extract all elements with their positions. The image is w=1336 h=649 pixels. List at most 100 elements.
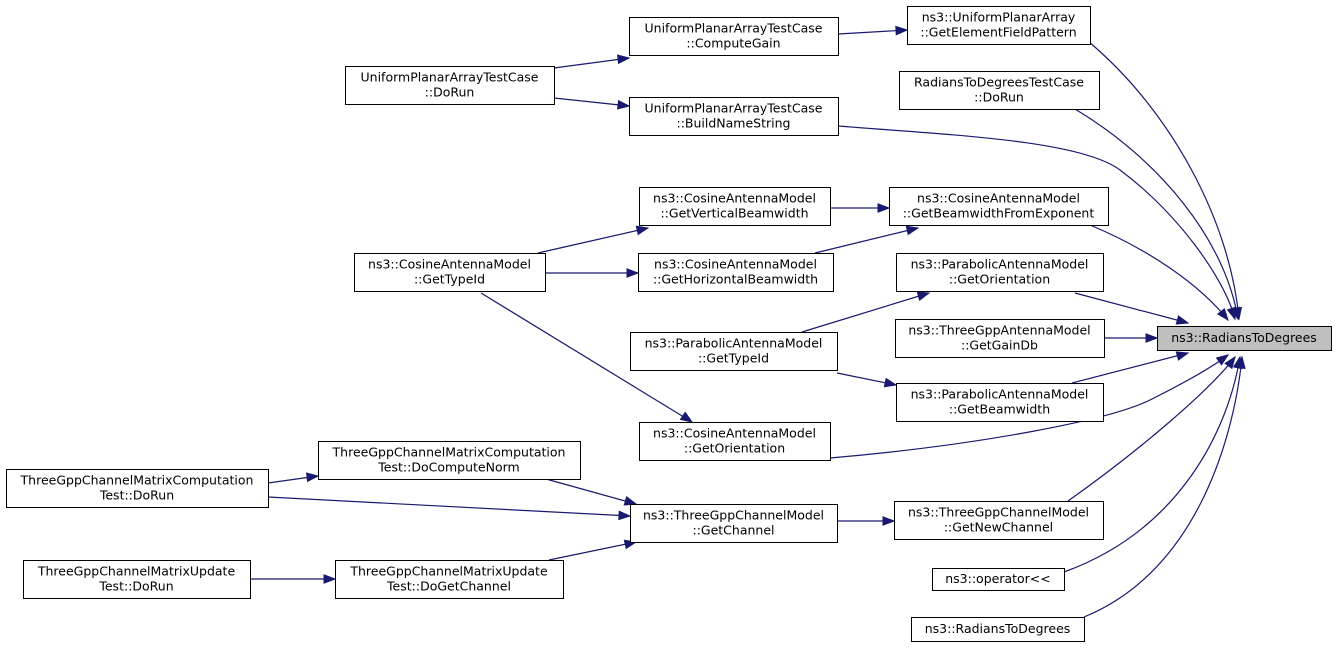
edge-line	[1063, 356, 1241, 573]
arrowhead	[1235, 355, 1246, 369]
function-node[interactable]: ns3::CosineAntennaModel::GetVerticalBeam…	[639, 187, 831, 226]
edge-n5-to-n0	[837, 125, 1237, 321]
node-box	[932, 568, 1065, 591]
node-label-line: ns3::UniformPlanarArray	[922, 10, 1076, 25]
edge-n9-to-n7	[814, 225, 920, 254]
arrowhead	[883, 377, 898, 388]
function-node[interactable]: RadiansToDegreesTestCase::DoRun	[899, 71, 1100, 110]
edge-line	[537, 227, 649, 254]
node-label-line: Test::DoComputeNorm	[377, 460, 519, 475]
edge-line	[1074, 108, 1239, 320]
function-node[interactable]: ns3::operator<<	[932, 568, 1065, 591]
function-node[interactable]: ns3::ParabolicAntennaModel::GetTypeId	[630, 332, 838, 371]
arrowhead	[1215, 354, 1230, 366]
arrowhead	[306, 472, 320, 483]
function-node[interactable]: ns3::ThreeGppChannelModel::GetChannel	[630, 504, 838, 543]
edge-line	[814, 227, 919, 254]
node-box	[894, 501, 1104, 540]
function-node[interactable]: ns3::RadiansToDegrees	[911, 617, 1085, 642]
node-box	[335, 560, 564, 599]
node-label-line: ns3::CosineAntennaModel	[368, 257, 531, 272]
edge-n12-to-n13	[836, 372, 898, 388]
function-node[interactable]: ns3::ParabolicAntennaModel::GetBeamwidth	[896, 383, 1104, 422]
node-label-line: ns3::ThreeGppAntennaModel	[908, 323, 1090, 338]
function-node[interactable]: ns3::CosineAntennaModel::GetHorizontalBe…	[638, 253, 834, 292]
edge-line	[480, 292, 693, 423]
edge-n12-to-n10	[801, 291, 931, 333]
arrowhead	[916, 291, 931, 301]
node-label-line: ::GetGainDb	[961, 338, 1038, 353]
function-node[interactable]: UniformPlanarArrayTestCase::ComputeGain	[629, 17, 839, 56]
edge-line	[1074, 292, 1189, 324]
edge-line	[553, 97, 630, 107]
node-label-line: ns3::operator<<	[945, 571, 1051, 586]
arrowhead	[679, 411, 694, 423]
edge-n7-to-n0	[1089, 224, 1229, 322]
edge-n3-to-n2	[553, 54, 631, 69]
node-label-line: ::GetChannel	[692, 523, 774, 538]
arrowhead	[618, 510, 632, 521]
function-node[interactable]: ns3::ParabolicAntennaModel::GetOrientati…	[896, 253, 1104, 292]
arrowhead	[1216, 307, 1229, 322]
node-label-line: ThreeGppChannelMatrixUpdate	[349, 564, 548, 579]
node-label-line: ns3::RadiansToDegrees	[1171, 330, 1317, 345]
arrowhead	[1175, 351, 1190, 361]
edge-n2-to-n1	[837, 25, 909, 36]
node-box	[896, 383, 1104, 422]
edge-n11-to-n0	[1104, 333, 1159, 343]
node-label-line: ::GetElementFieldPattern	[920, 25, 1076, 40]
edge-n16-to-n15	[267, 472, 320, 484]
node-label-line: Test::DoRun	[99, 488, 174, 503]
node-box	[354, 253, 546, 292]
node-label-line: UniformPlanarArrayTestCase	[361, 70, 539, 85]
function-node[interactable]: ThreeGppChannelMatrixComputationTest::Do…	[6, 469, 269, 508]
edge-n13-to-n0	[1071, 351, 1190, 384]
node-box	[639, 187, 831, 226]
node-label-line: ThreeGppChannelMatrixComputation	[332, 445, 566, 460]
arrowhead	[617, 99, 631, 110]
node-label-line: ::BuildNameString	[677, 116, 791, 131]
edge-n17-to-n18	[837, 516, 896, 526]
function-node[interactable]: ns3::CosineAntennaModel::GetBeamwidthFro…	[889, 187, 1109, 226]
node-label-line: ::GetTypeId	[698, 351, 769, 366]
function-node[interactable]: ThreeGppChannelMatrixComputationTest::Do…	[318, 441, 581, 480]
node-label-line: ::GetOrientation	[684, 441, 785, 456]
node-label-line: ::GetNewChannel	[944, 520, 1053, 535]
arrowhead	[635, 225, 650, 236]
edge-n22-to-n0	[1083, 355, 1246, 618]
node-box	[895, 319, 1105, 358]
node-label-line: UniformPlanarArrayTestCase	[645, 21, 823, 36]
node-box	[899, 71, 1100, 110]
node-label-line: ::GetOrientation	[949, 272, 1050, 287]
edge-n19-to-n20	[250, 574, 337, 584]
node-label-line: ::DoRun	[425, 85, 475, 100]
node-label-line: ns3::CosineAntennaModel	[917, 191, 1080, 206]
function-node[interactable]: ns3::ThreeGppAntennaModel::GetGainDb	[895, 319, 1105, 358]
edge-n3-to-n5	[553, 97, 631, 110]
edge-line	[801, 292, 930, 333]
function-node[interactable]: ns3::UniformPlanarArray::GetElementField…	[907, 6, 1091, 45]
node-label-line: ns3::CosineAntennaModel	[654, 257, 817, 272]
function-node[interactable]: ns3::ThreeGppChannelModel::GetNewChannel	[894, 501, 1104, 540]
edge-n16-to-n17	[267, 496, 632, 521]
edge-n8-to-n9	[545, 268, 640, 278]
node-label-line: Test::DoGetChannel	[386, 579, 511, 594]
function-node[interactable]: ThreeGppChannelMatrixUpdateTest::DoGetCh…	[335, 560, 564, 599]
edge-n15-to-n17	[545, 478, 638, 506]
node-label-line: ::DoRun	[974, 90, 1024, 105]
node-box	[630, 332, 838, 371]
function-node[interactable]: UniformPlanarArrayTestCase::DoRun	[345, 66, 555, 105]
function-node[interactable]: ns3::CosineAntennaModel::GetTypeId	[354, 253, 546, 292]
arrowhead	[882, 516, 896, 526]
node-box	[907, 6, 1091, 45]
function-node[interactable]: UniformPlanarArrayTestCase::BuildNameStr…	[629, 97, 839, 136]
node-label-line: ns3::RadiansToDegrees	[925, 621, 1071, 636]
function-node[interactable]: ns3::CosineAntennaModel::GetOrientation	[639, 422, 831, 461]
root-node[interactable]: ns3::RadiansToDegrees	[1157, 326, 1332, 351]
arrowhead	[905, 225, 920, 236]
node-box	[318, 441, 581, 480]
node-label-line: Test::DoRun	[98, 579, 173, 594]
edge-line	[837, 125, 1236, 320]
